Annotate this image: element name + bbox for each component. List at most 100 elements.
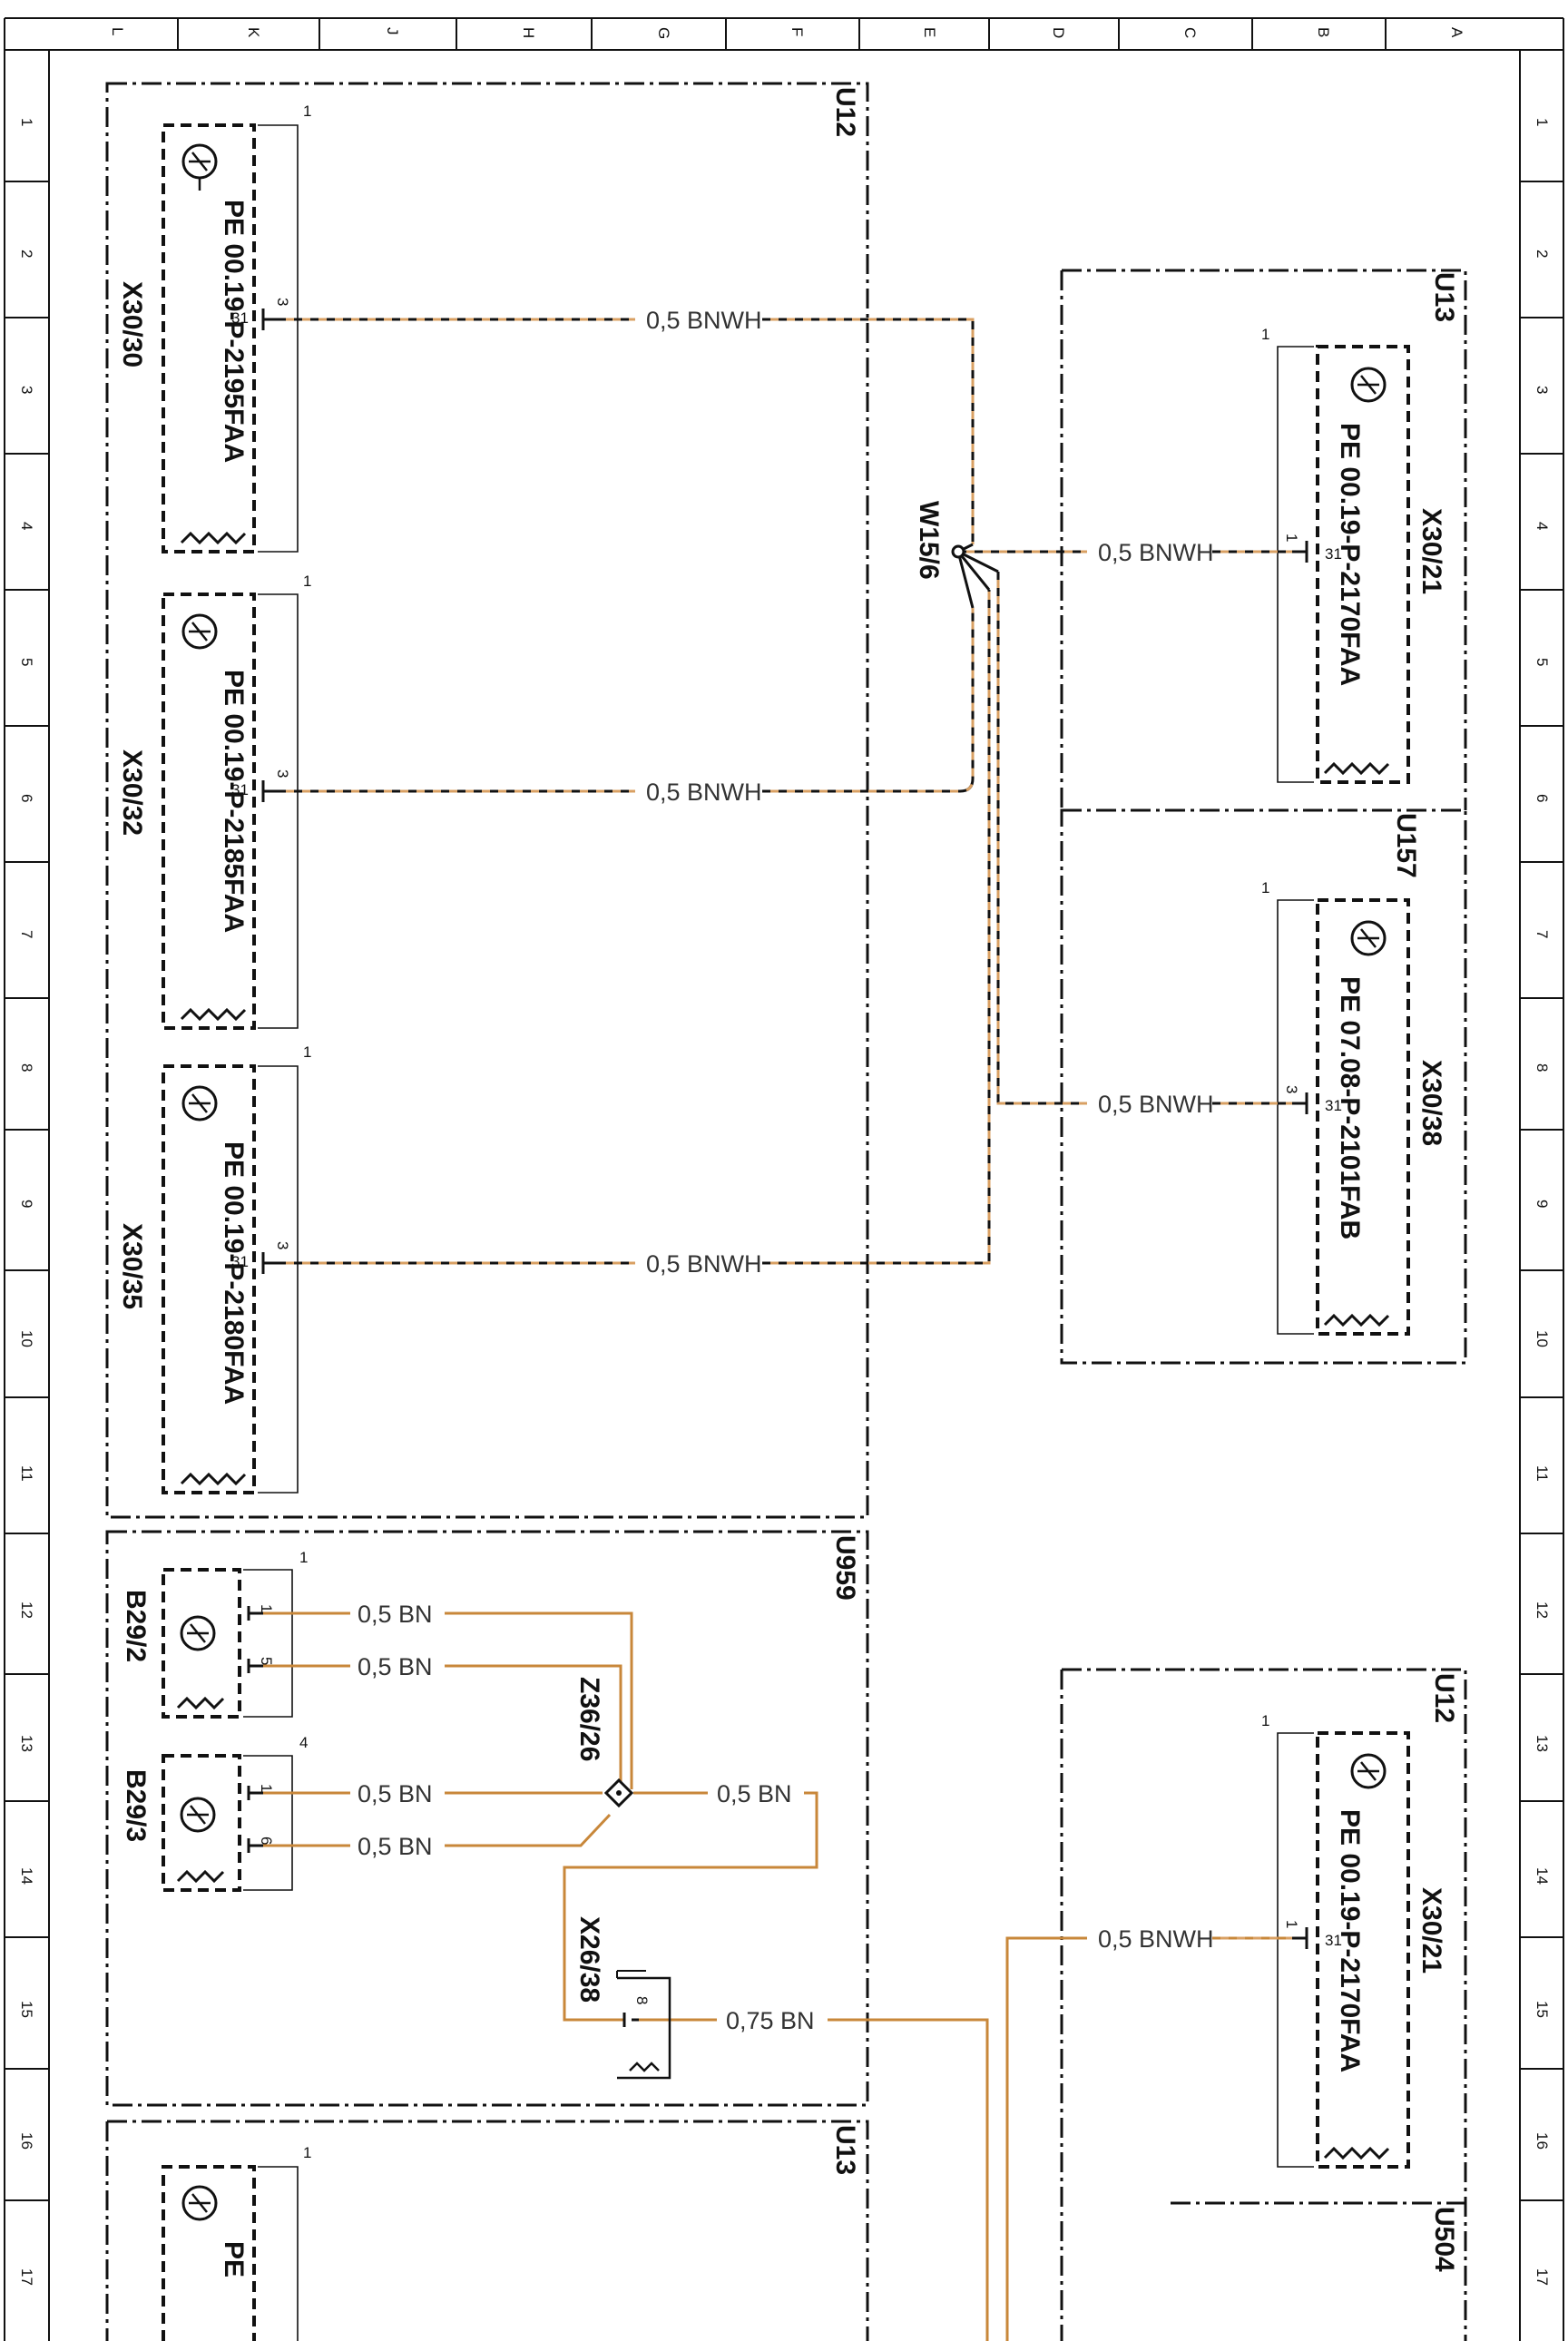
transistor-icon — [1350, 1753, 1387, 1789]
pin-number: 3 — [274, 1241, 291, 1249]
pin-number: 5 — [258, 1657, 275, 1665]
row-label: 3 — [1534, 386, 1551, 394]
col-label: K — [245, 27, 262, 38]
col-label: H — [520, 27, 537, 38]
row-label: 13 — [18, 1735, 35, 1752]
wires-bn: 0,5 BN 0,5 BN 0,5 BN 0,5 BN 0,5 BN 0,75 … — [263, 1601, 1292, 2341]
row-label: 4 — [1534, 522, 1551, 530]
row-label: 1 — [18, 118, 35, 126]
sensor-label: B29/3 — [121, 1769, 151, 1842]
row-label: 17 — [1534, 2268, 1551, 2286]
pin-number: 1 — [1283, 534, 1300, 542]
row-label: 9 — [18, 1200, 35, 1208]
wire-label: 0,5 BNWH — [646, 779, 762, 806]
row-label: 12 — [18, 1601, 35, 1619]
column-labels: L K J H G F E D C B A — [109, 27, 1465, 39]
pin-number: 31 — [231, 309, 249, 327]
wire-label: 0,5 BNWH — [1098, 539, 1214, 566]
u157-frame — [1060, 808, 1467, 1365]
wire-label: 0,5 BNWH — [646, 307, 762, 334]
connector-label: X30/38 — [1416, 1060, 1446, 1146]
connector-x30-30[interactable]: 1 PE 00.19-P-2195FAA X30/30 3 31 — [117, 103, 311, 553]
col-label: B — [1315, 27, 1332, 37]
pin-number: 31 — [231, 781, 249, 798]
wire-label: 0,5 BN — [358, 1833, 433, 1860]
row-label: 4 — [18, 522, 35, 530]
u13-bottom-frame — [107, 2120, 869, 2341]
pin-number: 31 — [1325, 1932, 1342, 1949]
wire-label: 0,75 BN — [726, 2007, 815, 2034]
row-label: 15 — [18, 2001, 35, 2018]
wire-label: 0,5 BN — [358, 1653, 433, 1680]
col-label: A — [1448, 27, 1465, 38]
row-label: 1 — [1534, 118, 1551, 126]
corner-number: 1 — [1261, 879, 1269, 896]
wires-bnwh: 0,5 BNWH 0,5 BNWH 0,5 BNWH 0,5 BNWH 0,5 … — [278, 307, 1292, 1278]
u12-top-frame — [105, 82, 869, 1519]
row-label: 14 — [18, 1867, 35, 1885]
connector-label: X30/21 — [1416, 1887, 1446, 1974]
sensor-b29-2[interactable]: 1 B29/2 1 5 — [121, 1549, 308, 1719]
region-label-u13-bottom: U13 — [830, 2125, 860, 2175]
row-label: 12 — [1534, 1601, 1551, 1619]
row-label: 15 — [1534, 2001, 1551, 2018]
u13-right-frame — [1062, 269, 1467, 810]
connector-label: X26/38 — [574, 1916, 604, 2003]
row-label: 10 — [18, 1330, 35, 1347]
pin-number: 8 — [633, 1996, 651, 2004]
reference-text: PE 00.19-P-2185FAA — [219, 670, 249, 933]
sensor-b29-3[interactable]: 4 B29/3 1 6 — [121, 1734, 308, 1892]
row-label: 9 — [1534, 1200, 1551, 1208]
corner-number: 1 — [303, 573, 311, 590]
row-label: 10 — [1534, 1330, 1551, 1347]
transistor-icon — [181, 2185, 218, 2221]
col-label: D — [1050, 27, 1067, 38]
connector-label: X30/32 — [117, 749, 147, 836]
transistor-icon — [1350, 920, 1387, 956]
corner-number: 1 — [303, 1043, 311, 1061]
connector-x30-38[interactable]: 1 PE 07.08-P-2101FAB X30/38 3 31 — [1261, 879, 1446, 1336]
row-label: 7 — [18, 930, 35, 938]
row-label: 2 — [18, 250, 35, 258]
connector-x30-21-top[interactable]: 1 PE 00.19-P-2170FAA X30/21 1 31 — [1261, 326, 1446, 784]
reference-text: PE 00.19-P-2170FAA — [1335, 423, 1365, 686]
reference-text: PE — [219, 2241, 249, 2277]
row-label: 13 — [1534, 1735, 1551, 1752]
grid-frame — [4, 17, 1564, 2341]
row-label: 3 — [18, 386, 35, 394]
connector-x30-35[interactable]: 1 PE 00.19-P-2180FAA X30/35 3 31 — [117, 1043, 311, 1494]
connector-x30-21-bottom[interactable]: 1 PE 00.19-P-2170FAA X30/21 1 31 — [1261, 1712, 1446, 2169]
row-label: 11 — [1534, 1465, 1551, 1482]
row-label: 16 — [1534, 2132, 1551, 2150]
col-label: J — [384, 27, 401, 35]
row-label: 16 — [18, 2132, 35, 2150]
pin-number: 3 — [1283, 1085, 1300, 1093]
connector-x30-32[interactable]: 1 PE 00.19-P-2185FAA X30/32 3 31 — [117, 573, 311, 1030]
wire-label: 0,5 BNWH — [1098, 1925, 1214, 1953]
row-label: 5 — [18, 658, 35, 666]
row-label: 5 — [1534, 658, 1551, 666]
row-label: 8 — [18, 1063, 35, 1072]
corner-number: 1 — [303, 2144, 311, 2161]
transistor-icon — [181, 613, 218, 650]
connector-bottom-left[interactable]: 1 PE — [162, 2144, 311, 2341]
sensor-icon — [180, 1615, 216, 1651]
connector-x26-38[interactable]: 8 X26/38 — [574, 1916, 671, 2080]
reference-text: PE 07.08-P-2101FAB — [1335, 976, 1365, 1239]
pin-number: 1 — [1283, 1920, 1300, 1928]
u959-frame — [105, 1530, 869, 2107]
corner-number: 1 — [1261, 326, 1269, 343]
region-frames — [105, 82, 1467, 2341]
reference-text: PE 00.19-P-2180FAA — [219, 1141, 249, 1405]
sensor-icon — [180, 1797, 216, 1833]
transistor-icon — [1350, 367, 1387, 403]
splice-label-z36-26: Z36/26 — [574, 1677, 604, 1761]
sensor-label: B29/2 — [121, 1590, 151, 1662]
row-label: 14 — [1534, 1867, 1551, 1885]
pin-number: 31 — [1325, 1097, 1342, 1114]
col-label: F — [789, 27, 806, 36]
corner-number: 4 — [299, 1734, 308, 1751]
col-label: C — [1181, 27, 1199, 38]
u12-right-frame — [1062, 1668, 1467, 2341]
splice-label-w15-6: W15/6 — [914, 501, 944, 580]
